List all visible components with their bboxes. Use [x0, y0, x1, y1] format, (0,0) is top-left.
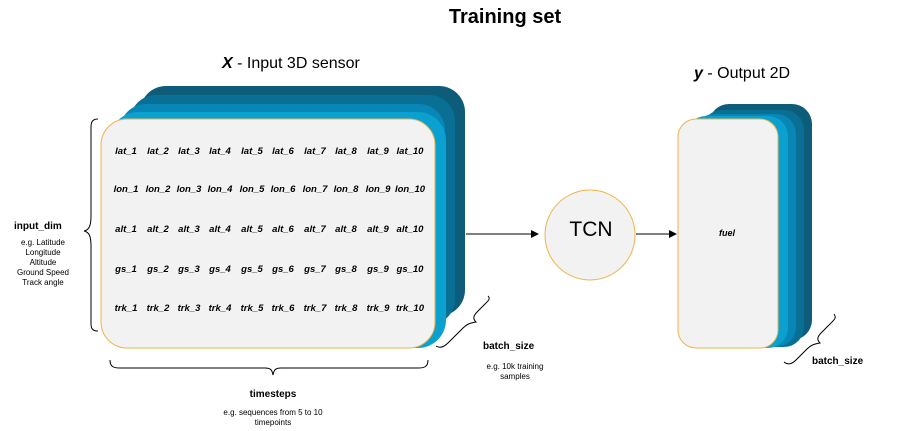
y-front-card [677, 118, 779, 349]
x-cell: lat_4 [209, 146, 231, 157]
x-cell: trk_2 [146, 303, 170, 314]
x-cell: alt_6 [272, 224, 294, 235]
x-cell: lat_10 [396, 146, 424, 157]
x-cell: lon_9 [365, 184, 391, 195]
x-cell: alt_8 [335, 224, 357, 235]
x-cell: trk_8 [334, 303, 358, 314]
x-cell: lat_6 [272, 146, 294, 157]
x-cell: gs_1 [115, 264, 137, 275]
x-cell: lat_2 [147, 146, 169, 157]
x-cell: gs_4 [209, 264, 231, 275]
x-cell: alt_7 [304, 224, 326, 235]
x-cell: lon_5 [239, 184, 265, 195]
x-cell: lon_1 [113, 184, 139, 195]
x-cell: alt_10 [396, 224, 424, 235]
x-cell: lat_8 [335, 146, 357, 157]
x-cell: lat_1 [115, 146, 137, 157]
x-cell: lat_5 [241, 146, 263, 157]
input-dim-desc-line: Ground Speed [16, 268, 70, 277]
timesteps-brace [109, 359, 429, 376]
timesteps-desc-line: e.g. sequences from 5 to 10 [223, 408, 323, 417]
x-cell: gs_7 [304, 264, 326, 275]
x-front-card [100, 118, 436, 349]
x-cell: lon_8 [333, 184, 359, 195]
input-dim-brace [83, 118, 99, 332]
tcn-node [544, 189, 636, 281]
input-dim-desc-line: Altitude [29, 258, 57, 267]
y-label: - Output 2D [702, 65, 791, 82]
x-cell: gs_8 [335, 264, 357, 275]
batch-size-x-desc-line: samples [500, 372, 530, 381]
input-dim-title: input_dim [14, 221, 62, 232]
timesteps-description: e.g. sequences from 5 to 10 timepoints [198, 408, 348, 428]
x-cell: lat_7 [304, 146, 326, 157]
x-cell: trk_10 [396, 303, 424, 314]
x-cell: trk_9 [366, 303, 390, 314]
x-label: - Input 3D sensor [232, 55, 360, 72]
x-cell: gs_10 [396, 264, 424, 275]
batch-size-brace-x [435, 295, 490, 348]
diagram-title: Training set [448, 6, 562, 28]
x-cell: trk_5 [240, 303, 264, 314]
x-symbol: X [222, 55, 233, 72]
x-cell: alt_4 [209, 224, 231, 235]
x-cell: alt_5 [241, 224, 263, 235]
y-symbol: y [694, 65, 703, 82]
timesteps-desc-line: timepoints [254, 418, 292, 427]
x-cell: trk_1 [114, 303, 138, 314]
x-cell: trk_6 [271, 303, 295, 314]
input-dim-desc-line: Track angle [22, 278, 64, 287]
x-cell: lon_4 [207, 184, 233, 195]
x-cell: lat_3 [178, 146, 200, 157]
x-cell: trk_3 [177, 303, 201, 314]
x-cell: gs_3 [178, 264, 200, 275]
x-cell: trk_4 [208, 303, 232, 314]
batch-size-x-description: e.g. 10k training samples [470, 362, 560, 382]
x-cell: lat_9 [367, 146, 389, 157]
fuel-label: fuel [718, 228, 735, 238]
timesteps-title: timesteps [249, 389, 297, 400]
x-heading: X - Input 3D sensor [222, 55, 360, 73]
x-cell: lon_6 [270, 184, 296, 195]
x-cell: gs_9 [367, 264, 389, 275]
input-dim-desc-line: Longitude [25, 248, 61, 257]
input-dim-desc-line: e.g. Latitude [20, 238, 66, 247]
x-cell: lon_7 [302, 184, 328, 195]
x-cell: trk_7 [303, 303, 327, 314]
y-heading: y - Output 2D [694, 65, 790, 83]
x-cell: alt_9 [367, 224, 389, 235]
batch-size-x-title: batch_size [483, 341, 535, 352]
x-cell: alt_1 [115, 224, 137, 235]
x-cell: lon_10 [394, 184, 426, 195]
batch-size-brace-y [783, 313, 836, 365]
x-cell: gs_6 [272, 264, 294, 275]
batch-size-y-title: batch_size [812, 356, 864, 367]
x-cell: gs_5 [241, 264, 263, 275]
tcn-label: TCN [569, 218, 613, 241]
input-dim-description: e.g. Latitude Longitude Altitude Ground … [0, 238, 86, 288]
batch-size-x-desc-line: e.g. 10k training [486, 362, 544, 371]
x-cell: gs_2 [147, 264, 169, 275]
x-cell: alt_3 [178, 224, 200, 235]
x-cell: alt_2 [147, 224, 169, 235]
x-cell: lon_2 [145, 184, 171, 195]
x-cell: lon_3 [176, 184, 202, 195]
